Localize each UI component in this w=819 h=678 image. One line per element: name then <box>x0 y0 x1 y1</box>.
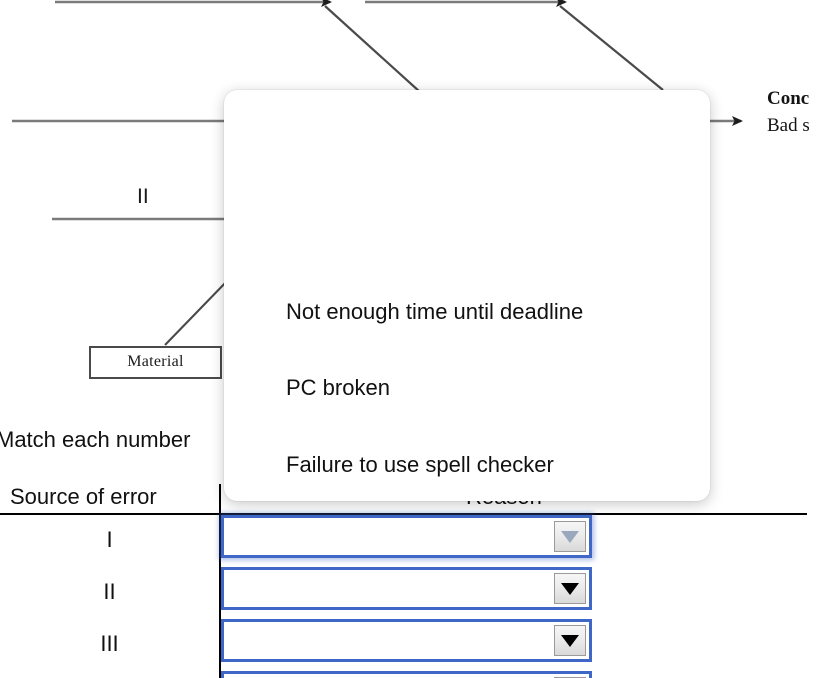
diagram-spine-label-ii: II <box>137 185 149 208</box>
table-header-source-of-error: Source of error <box>10 484 157 509</box>
reason-select-row-3[interactable] <box>221 619 592 662</box>
table-header-rule <box>0 513 807 515</box>
diagram-conclusion-heading: Conc <box>767 88 810 109</box>
dropdown-option-2[interactable]: PC broken <box>286 375 390 400</box>
dropdown-options-panel[interactable]: Not enough time until deadline PC broken… <box>224 90 710 501</box>
table-row-label-1: I <box>106 527 113 552</box>
triangle-glyph <box>561 530 579 543</box>
dropdown-option-3[interactable]: Failure to use spell checker <box>286 452 554 477</box>
dropdown-option-1[interactable]: Not enough time until deadline <box>286 299 584 324</box>
table-row-label-3: III <box>100 631 119 656</box>
diagram-conclusion-subtext: Bad s <box>767 115 810 136</box>
reason-select-row-2[interactable] <box>221 567 592 610</box>
reason-select-row-1[interactable] <box>221 515 592 558</box>
reason-select-row-4[interactable] <box>221 671 592 678</box>
chevron-down-icon[interactable] <box>554 625 586 656</box>
diagram-category-box-material: Material <box>89 346 222 379</box>
table-vertical-rule <box>219 484 221 678</box>
triangle-glyph <box>561 582 579 595</box>
triangle-glyph <box>561 634 579 647</box>
question-prompt: Match each number <box>0 427 191 452</box>
chevron-down-icon[interactable] <box>554 573 586 604</box>
chevron-down-icon[interactable] <box>554 521 586 552</box>
table-row-label-2: II <box>103 579 116 604</box>
diagram-category-label: Material <box>127 353 184 370</box>
